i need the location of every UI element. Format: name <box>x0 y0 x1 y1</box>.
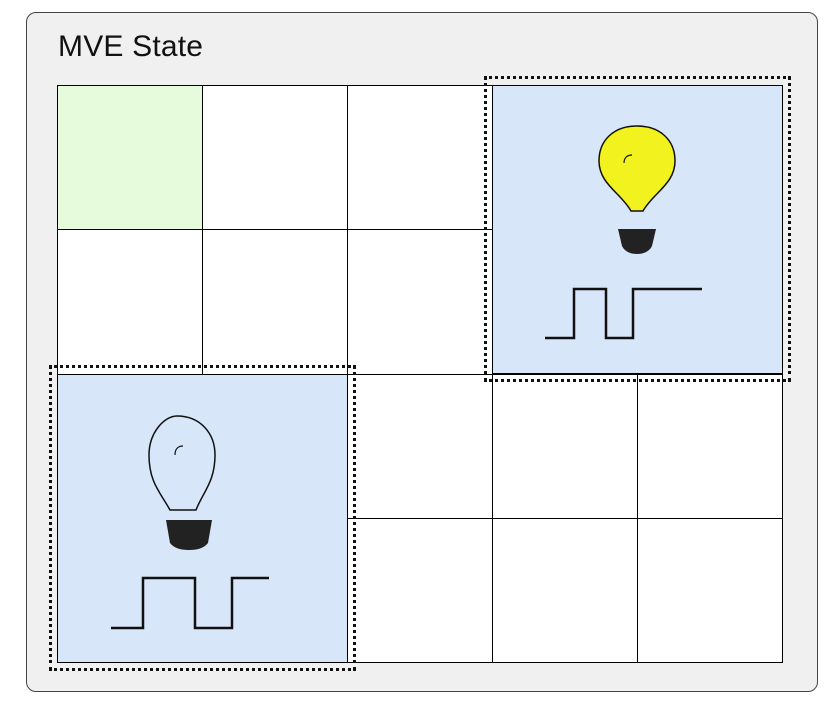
grid-cell <box>493 374 637 518</box>
bulb-glint <box>174 445 184 456</box>
grid-cell <box>203 86 347 230</box>
grid-cell <box>58 230 202 374</box>
grid-cell <box>348 86 492 230</box>
square-wave-icon <box>545 287 702 340</box>
bulb-glass <box>148 415 216 511</box>
grid-cell <box>348 230 492 374</box>
grid-cell <box>348 374 492 518</box>
lightbulb-icon <box>598 125 676 254</box>
lightbulb-icon <box>148 415 216 550</box>
grid-cell <box>638 518 782 662</box>
bulb-base <box>166 520 212 550</box>
panel-title: MVE State <box>58 30 204 63</box>
device-zone-light-off <box>57 374 348 663</box>
lightbulb-off-graphic <box>111 415 269 630</box>
bulb-glint <box>623 154 633 164</box>
grid-cell <box>638 374 782 518</box>
square-wave-icon <box>111 576 269 630</box>
zone-selection-outline <box>484 76 791 382</box>
grid-cell <box>203 230 347 374</box>
zone-selection-outline <box>49 365 356 671</box>
bulb-base <box>618 229 656 254</box>
bulb-glass <box>598 125 676 212</box>
device-zone-light-on <box>492 85 783 374</box>
grid-cell <box>348 518 492 662</box>
grid-cell-active <box>58 86 202 230</box>
lightbulb-on-graphic <box>545 125 702 340</box>
grid-cell <box>493 518 637 662</box>
